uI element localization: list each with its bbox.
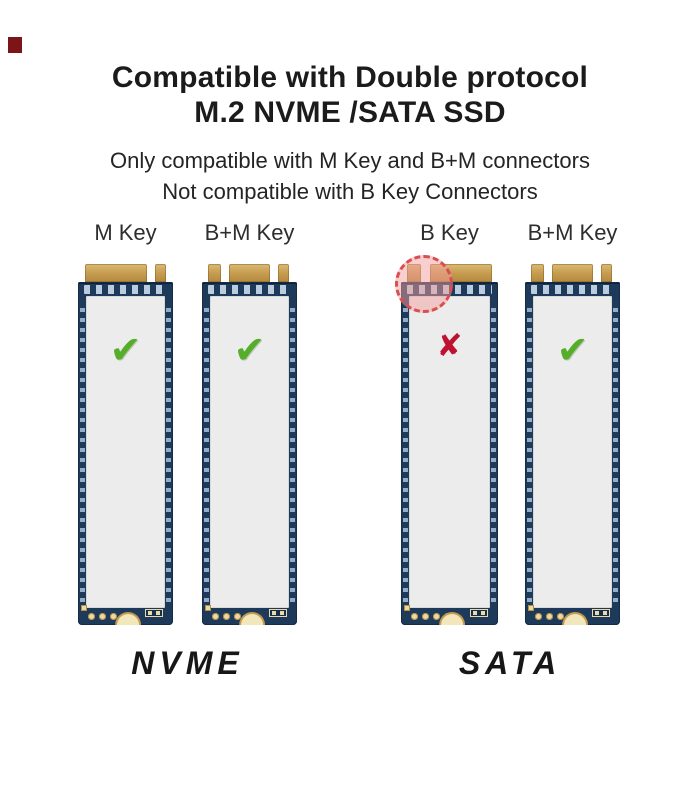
ssd-image-bm-key: ✔: [525, 264, 620, 625]
pcb-body: ✔: [202, 282, 297, 625]
subtitle-line-2: Not compatible with B Key Connectors: [162, 179, 538, 204]
solder-pad: [88, 613, 95, 620]
label-sticker: [409, 296, 490, 608]
check-icon: ✔: [556, 328, 589, 372]
mounting-screw-notch: [238, 612, 265, 625]
mounting-screw-notch: [114, 612, 141, 625]
title-line-1: Compatible with Double protocol: [111, 61, 589, 94]
edge-connector: [525, 264, 620, 282]
solder-pad: [223, 613, 230, 620]
component-row: [530, 285, 615, 294]
pcb-body: ✔: [78, 282, 173, 625]
corner-decoration-square: [8, 37, 22, 53]
label-sticker: [86, 296, 165, 608]
component-row: [207, 285, 292, 294]
gold-finger-segment: [530, 264, 544, 282]
edge-components: [166, 308, 171, 603]
solder-pad: [212, 613, 219, 620]
pcb-body: ✔: [525, 282, 620, 625]
gold-finger-segment: [228, 264, 271, 282]
label-sticker: [210, 296, 289, 608]
gold-finger-segment: [84, 264, 148, 282]
ssd-card-b-key: B Key ✘: [401, 220, 498, 625]
group-label-nvme: NVME: [131, 645, 244, 681]
solder-pad: [110, 613, 117, 620]
check-icon: ✔: [109, 328, 142, 372]
ssd-image-m-key: ✔: [78, 264, 173, 625]
solder-pad: [205, 605, 211, 611]
solder-pad: [269, 609, 287, 617]
ssd-card-m-key: M Key ✔: [78, 220, 173, 625]
solder-pad: [433, 613, 440, 620]
solder-pad: [546, 613, 553, 620]
gold-finger-segment: [154, 264, 167, 282]
check-icon: ✔: [233, 328, 266, 372]
key-type-label: B+M Key: [527, 220, 618, 245]
cross-icon: ✘: [436, 328, 463, 364]
edge-components: [80, 308, 85, 603]
key-type-label: M Key: [94, 220, 157, 245]
label-sticker: [533, 296, 612, 608]
solder-pad: [81, 605, 87, 611]
ssd-image-bm-key: ✔: [202, 264, 297, 625]
edge-components: [527, 308, 532, 603]
edge-components: [403, 308, 408, 603]
title-line-2: M.2 NVME /SATA SSD: [194, 96, 506, 129]
page-title: Compatible with Double protocol M.2 NVME…: [0, 60, 700, 130]
key-type-label: B Key: [420, 220, 479, 245]
gold-finger-segment: [601, 264, 613, 282]
pcb-body: ✘: [401, 282, 498, 625]
solder-pad: [592, 609, 610, 617]
solder-pad: [470, 609, 488, 617]
solder-pad: [528, 605, 534, 611]
solder-pad: [145, 609, 163, 617]
solder-pad: [411, 613, 418, 620]
component-row: [83, 285, 168, 294]
solder-pad: [535, 613, 542, 620]
edge-components: [491, 308, 496, 603]
ssd-card-bm-key-sata: B+M Key ✔: [525, 220, 620, 625]
edge-components: [290, 308, 295, 603]
solder-pad: [99, 613, 106, 620]
edge-connector: [78, 264, 173, 282]
b-key-notch-highlight-circle-icon: [395, 255, 453, 313]
mounting-screw-notch: [438, 612, 465, 625]
gold-finger-segment: [207, 264, 221, 282]
subtitle-line-1: Only compatible with M Key and B+M conne…: [110, 148, 590, 173]
solder-pad: [422, 613, 429, 620]
group-label-sata: SATA: [458, 645, 562, 681]
mounting-screw-notch: [561, 612, 588, 625]
edge-components: [204, 308, 209, 603]
ssd-card-bm-key-nvme: B+M Key ✔: [202, 220, 297, 625]
page-subtitle: Only compatible with M Key and B+M conne…: [0, 145, 700, 207]
gold-finger-segment: [551, 264, 594, 282]
gold-finger-segment: [278, 264, 290, 282]
key-type-label: B+M Key: [204, 220, 295, 245]
solder-pad: [404, 605, 410, 611]
ssd-image-b-key: ✘: [401, 264, 498, 625]
solder-pad: [234, 613, 241, 620]
solder-pad: [557, 613, 564, 620]
edge-components: [613, 308, 618, 603]
edge-connector: [202, 264, 297, 282]
